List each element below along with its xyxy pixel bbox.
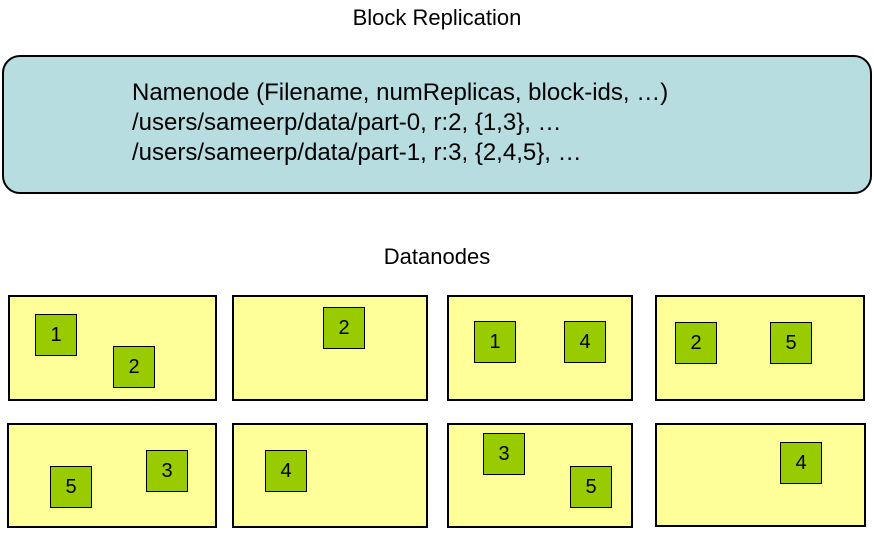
block-square: 4 — [780, 442, 822, 484]
datanode-box: 4 — [655, 423, 866, 527]
block-square: 4 — [564, 321, 606, 363]
page-title: Block Replication — [352, 5, 522, 30]
block-square: 5 — [570, 466, 612, 508]
block-square: 3 — [146, 450, 188, 492]
namenode-box: Namenode (Filename, numReplicas, block-i… — [2, 55, 872, 194]
namenode-file-entry: /users/sameerp/data/part-0, r:2, {1,3}, … — [132, 109, 562, 136]
namenode-header-line: Namenode (Filename, numReplicas, block-i… — [132, 79, 669, 106]
block-square: 2 — [113, 346, 155, 388]
datanodes-heading: Datanodes — [383, 244, 491, 269]
namenode-text: Namenode (Filename, numReplicas, block-i… — [132, 78, 668, 168]
block-square: 4 — [265, 450, 307, 492]
namenode-file-entry: /users/sameerp/data/part-1, r:3, {2,4,5}… — [132, 139, 582, 166]
block-square: 2 — [323, 307, 365, 349]
datanode-box: 2 — [232, 295, 428, 401]
block-square: 2 — [675, 322, 717, 364]
block-square: 1 — [474, 321, 516, 363]
datanode-box: 4 — [232, 423, 428, 528]
block-square: 3 — [483, 433, 525, 475]
block-square: 5 — [50, 466, 92, 508]
block-square: 1 — [35, 314, 77, 356]
block-square: 5 — [770, 322, 812, 364]
